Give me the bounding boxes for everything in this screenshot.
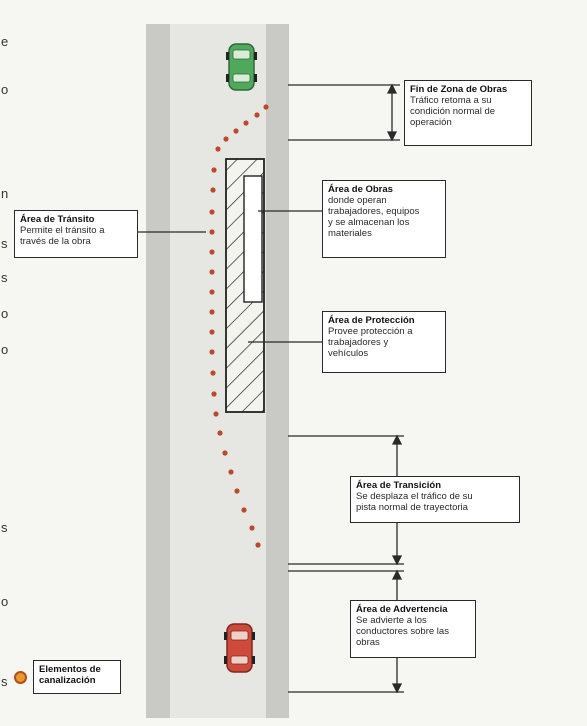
- label-area-transicion: Área de Transición Se desplaza el tráfic…: [350, 476, 520, 523]
- traffic-cone-icon: [241, 507, 247, 513]
- edge-letter: o: [1, 306, 9, 321]
- traffic-cone-icon: [209, 309, 215, 315]
- label-title: Área de Tránsito: [20, 214, 95, 225]
- red-car-icon: [224, 623, 255, 673]
- traffic-cone-icon: [228, 469, 234, 475]
- traffic-cone-icon: [249, 525, 255, 531]
- channelizing-cones: [209, 104, 269, 548]
- label-description: Se desplaza el tráfico de su pista norma…: [356, 491, 473, 513]
- road-right-shoulder: [266, 24, 289, 718]
- traffic-cone-icon: [209, 349, 215, 355]
- traffic-cone-icon: [14, 670, 27, 684]
- traffic-cone-icon: [209, 269, 215, 275]
- legend-label: Elementos de canalización: [39, 664, 101, 686]
- edge-letter: s: [1, 520, 8, 535]
- traffic-cone-icon: [210, 187, 216, 193]
- traffic-cone-icon: [217, 430, 223, 436]
- edge-letter: o: [1, 82, 9, 97]
- edge-letter: s: [1, 674, 8, 689]
- edge-letter: o: [1, 594, 9, 609]
- label-title: Área de Transición: [356, 480, 442, 491]
- traffic-cone-icon: [243, 120, 249, 126]
- label-title: Fin de Zona de Obras: [410, 84, 508, 95]
- label-area-advertencia: Área de Advertencia Se advierte a los co…: [350, 600, 476, 658]
- label-description: Se advierte a los conductores sobre las …: [356, 615, 449, 648]
- label-description: Tráfico retoma a su condición normal de …: [410, 95, 496, 128]
- label-fin-zona-obras: Fin de Zona de Obras Tráfico retoma a su…: [404, 80, 532, 146]
- road-left-shoulder: [146, 24, 170, 718]
- traffic-cone-icon: [210, 370, 216, 376]
- edge-letter: s: [1, 236, 8, 251]
- work-area-inner: [243, 175, 263, 303]
- edge-letter: n: [1, 186, 9, 201]
- traffic-cone-icon: [213, 411, 219, 417]
- traffic-cone-icon: [211, 391, 217, 397]
- label-title: Área de Protección: [328, 315, 415, 326]
- edge-letter: e: [1, 34, 9, 49]
- edge-letter: s: [1, 270, 8, 285]
- legend-label-box: Elementos de canalización: [33, 660, 121, 694]
- traffic-cone-icon: [223, 136, 229, 142]
- traffic-cone-icon: [222, 450, 228, 456]
- traffic-cone-icon: [209, 289, 215, 295]
- green-car-icon: [226, 43, 257, 91]
- label-area-transito: Área de Tránsito Permite el tránsito a t…: [14, 210, 138, 258]
- edge-letter: o: [1, 342, 9, 357]
- traffic-cone-icon: [254, 112, 260, 118]
- annotation-lines: [138, 83, 404, 694]
- traffic-cone-icon: [209, 249, 215, 255]
- traffic-cone-icon: [233, 128, 239, 134]
- legend: Elementos de canalización: [14, 660, 121, 694]
- label-title: Área de Obras: [328, 184, 393, 195]
- traffic-cone-icon: [255, 542, 261, 548]
- label-title: Área de Advertencia: [356, 604, 448, 615]
- traffic-cone-icon: [209, 229, 215, 235]
- traffic-cone-icon: [209, 329, 215, 335]
- traffic-cone-icon: [215, 146, 221, 152]
- traffic-cone-icon: [263, 104, 269, 110]
- label-description: donde operan trabajadores, equipos y se …: [328, 195, 420, 239]
- traffic-cone-icon: [209, 209, 215, 215]
- label-description: Provee protección a trabajadores y vehíc…: [328, 326, 413, 359]
- label-description: Permite el tránsito a través de la obra: [20, 225, 105, 247]
- traffic-cone-icon: [211, 167, 217, 173]
- label-area-obras: Área de Obras donde operan trabajadores,…: [322, 180, 446, 258]
- traffic-cone-icon: [234, 488, 240, 494]
- label-area-proteccion: Área de Protección Provee protección a t…: [322, 311, 446, 373]
